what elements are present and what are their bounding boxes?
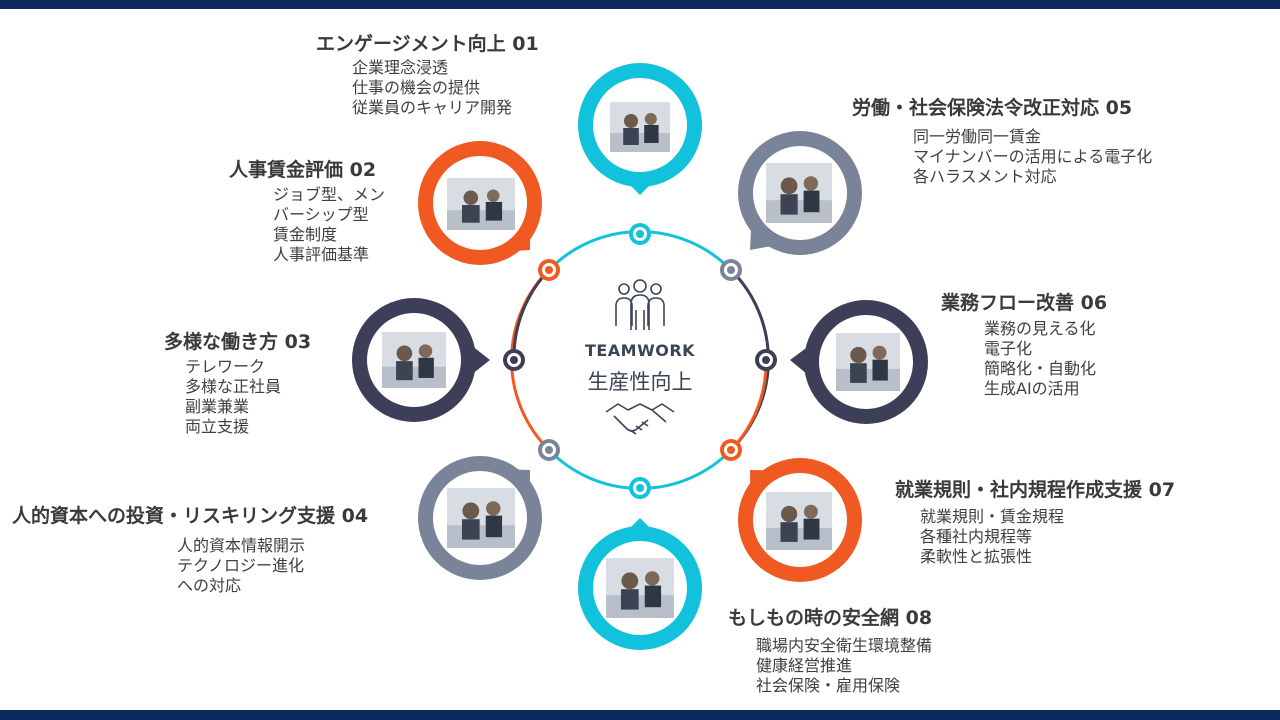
section-01-node [629,223,651,245]
section-05-node [720,259,742,281]
center-label-jp: 生産性向上 [587,370,693,394]
section-03-items: テレワーク 多様な正社員 副業兼業 両立支援 [185,357,281,437]
top-frame-bar [0,0,1280,9]
section-06-title: 業務フロー改善 06 [941,292,1108,314]
section-08-item: 職場内安全衛生環境整備 [756,636,933,655]
section-05-item: 同一労働同一賃金 [913,127,1042,146]
section-04-item: テクノロジー進化 [177,556,305,575]
section-08-item: 社会保険・雇用保険 [756,676,901,695]
section-07-item: 就業規則・賃金規程 [920,507,1065,526]
section-06-item: 電子化 [984,339,1033,358]
team-people-icon [615,279,665,330]
section-05-items: 同一労働同一賃金 マイナンバーの活用による電子化 各ハラスメント対応 [913,127,1152,187]
section-07-bubble [738,458,862,582]
section-06-item: 簡略化・自動化 [984,359,1097,378]
evaluation-blackboard-photo [447,178,515,230]
figures-chart-photo [766,163,832,223]
section-08-item: 健康経営推進 [756,656,853,675]
section-02-node [538,259,560,281]
section-08-title: もしもの時の安全網 08 [728,607,933,629]
section-01-title: エンゲージメント向上 01 [316,33,539,55]
section-05-bubble [738,131,862,255]
business-meeting-photo [610,102,670,152]
section-01-item: 従業員のキャリア開発 [352,98,513,117]
section-08-node [629,477,651,499]
section-03-item: 両立支援 [185,417,250,436]
section-03-node [503,349,525,371]
section-05-item: マイナンバーの活用による電子化 [913,147,1153,166]
section-01-item: 企業理念浸透 [352,58,449,77]
tired-worker-photo [606,558,674,618]
desk-clock-photo [836,333,900,391]
signing-document-photo [447,488,515,548]
section-04-items: 人的資本情報開示 テクノロジー進化 への対応 [177,536,305,596]
section-04-bubble [418,456,542,580]
section-06-items: 業務の見える化 電子化 簡略化・自動化 生成AIの活用 [984,319,1096,399]
section-01-item: 仕事の機会の提供 [352,78,481,97]
section-01-items: 企業理念浸透 仕事の機会の提供 従業員のキャリア開発 [352,58,512,118]
section-02-item: バーシップ型 [273,205,369,224]
section-04-item: 人的資本情報開示 [177,536,306,555]
contract-papers-photo [766,492,832,550]
section-03-item: テレワーク [185,357,266,376]
section-04-node [538,439,560,461]
section-07-item: 各種社内規程等 [920,527,1033,546]
section-03-item: 多様な正社員 [185,377,282,396]
section-02-bubble [418,141,542,265]
section-06-bubble [790,300,928,424]
section-04-title: 人的資本への投資・リスキリング支援 04 [12,505,369,527]
section-06-item: 業務の見える化 [984,319,1096,338]
section-07-items: 就業規則・賃金規程 各種社内規程等 柔軟性と拡張性 [920,507,1064,567]
section-02-title: 人事賃金評価 02 [229,159,377,181]
section-07-title: 就業規則・社内規程作成支援 07 [895,479,1176,501]
section-05-item: 各ハラスメント対応 [913,167,1057,186]
section-02-item: 賃金制度 [273,225,338,244]
section-07-item: 柔軟性と拡張性 [920,547,1033,566]
section-06-item: 生成AIの活用 [984,379,1080,398]
office-workers-photo [382,332,446,388]
section-01-bubble [578,63,702,195]
section-05-title: 労働・社会保険法令改正対応 05 [852,97,1133,119]
section-02-item: ジョブ型、メン [273,185,386,204]
section-03-title: 多様な働き方 03 [164,331,312,353]
section-08-bubble [578,518,702,650]
section-02-item: 人事評価基準 [273,245,370,264]
section-06-node [755,349,777,371]
section-03-item: 副業兼業 [185,397,250,416]
section-08-items: 職場内安全衛生環境整備 健康経営推進 社会保険・雇用保険 [756,636,932,696]
section-02-items: ジョブ型、メン バーシップ型 賃金制度 人事評価基準 [273,185,385,265]
bottom-frame-bar [0,710,1280,720]
section-07-node [720,439,742,461]
handshake-icon [605,403,675,435]
section-03-bubble [352,298,490,422]
center-label-en: TEAMWORK [584,341,696,360]
section-04-item: への対応 [177,576,242,595]
